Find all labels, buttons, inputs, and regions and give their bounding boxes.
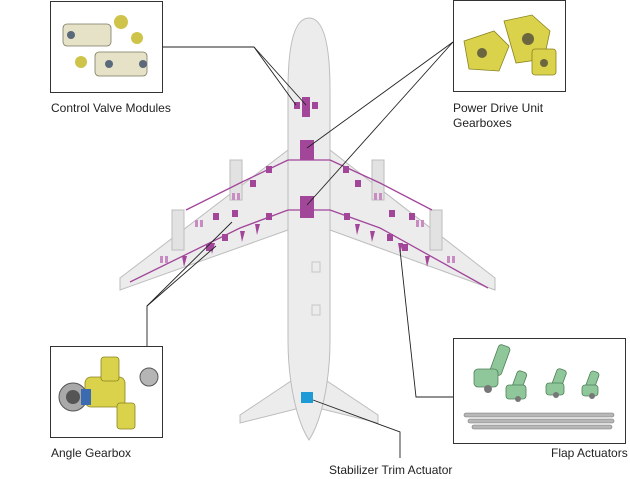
stabilizer-trim-actuator-marker bbox=[301, 392, 313, 403]
gearbox-photo-icon bbox=[463, 14, 557, 76]
engine-left-outer bbox=[171, 209, 185, 251]
flap-actuator-photo-icon bbox=[463, 344, 615, 430]
fuselage-door bbox=[311, 304, 321, 316]
power-drive-unit-label-line2: Gearboxes bbox=[453, 116, 512, 130]
flap-actuators-photo bbox=[453, 338, 626, 444]
stabilizer-trim-actuator-label: Stabilizer Trim Actuator bbox=[329, 463, 453, 477]
fuselage-door bbox=[311, 261, 321, 273]
flap-actuators-label: Flap Actuators bbox=[551, 446, 628, 460]
control-valve-module bbox=[312, 102, 318, 109]
outboard-actuators bbox=[160, 193, 455, 263]
flap-actuator-markers bbox=[182, 224, 430, 267]
power-drive-unit-label: Power Drive Unit Gearboxes bbox=[453, 101, 543, 131]
angle-gearbox-photo bbox=[50, 346, 163, 438]
engine-left-inner bbox=[229, 159, 243, 201]
control-valve-module bbox=[294, 102, 300, 109]
engine-right-outer bbox=[429, 209, 443, 251]
power-drive-unit-photo bbox=[453, 0, 566, 92]
slat-actuators bbox=[206, 166, 415, 251]
leader-lines bbox=[146, 41, 454, 458]
power-drive-unit-label-line1: Power Drive Unit bbox=[453, 101, 544, 115]
control-valve-modules-label: Control Valve Modules bbox=[51, 101, 171, 115]
power-drive-unit bbox=[300, 140, 314, 160]
control-valve-modules-photo bbox=[50, 1, 163, 93]
control-valve-module bbox=[302, 97, 310, 117]
valve-module-photo-icon bbox=[62, 15, 148, 77]
angle-gearbox-label: Angle Gearbox bbox=[51, 446, 132, 460]
fuselage bbox=[287, 17, 331, 441]
angle-gearbox-photo-icon bbox=[58, 356, 159, 430]
